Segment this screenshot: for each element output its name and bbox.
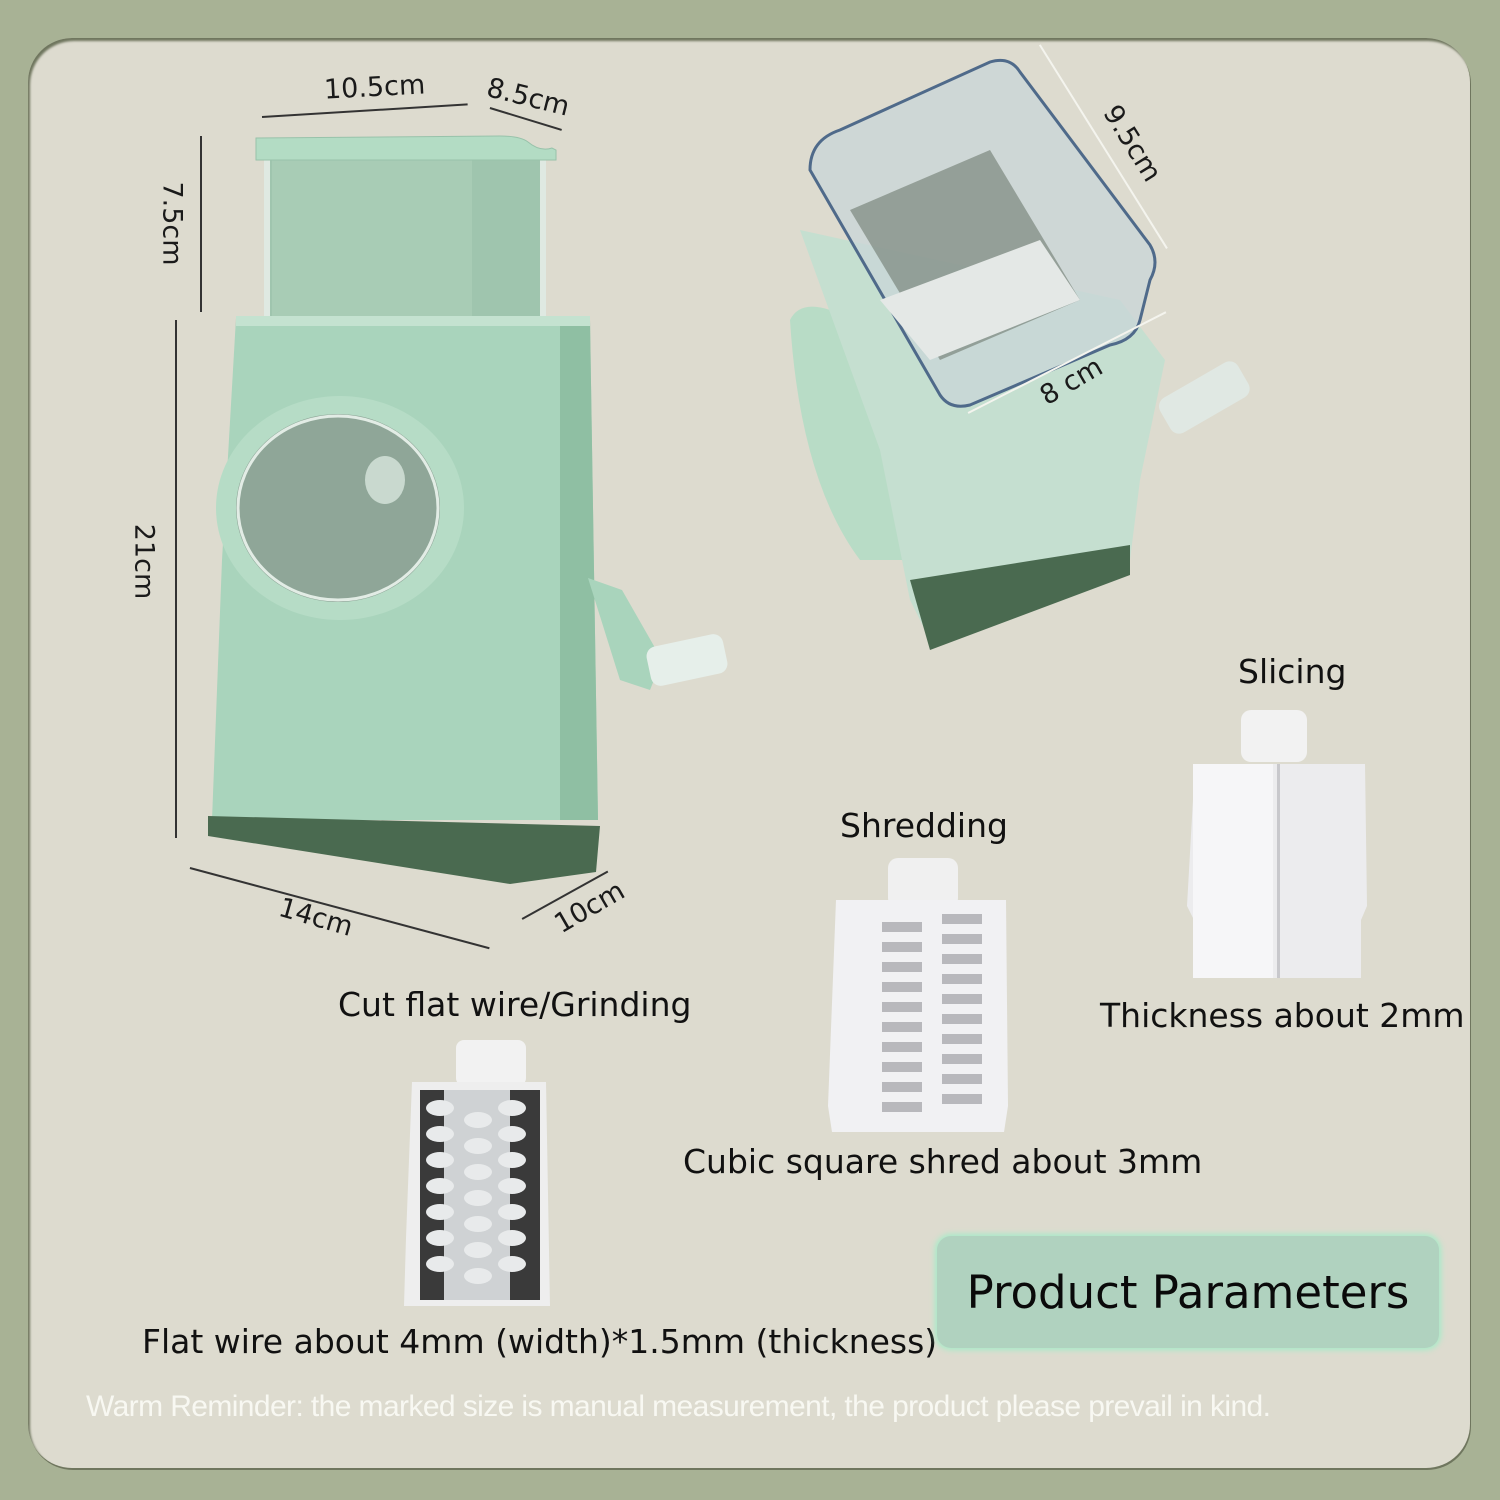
product-parameters-label: Product Parameters [966, 1265, 1410, 1319]
shredding-title: Shredding [840, 806, 1008, 845]
dim-line-hopper-height [200, 136, 202, 312]
grinding-title: Cut flat wire/Grinding [338, 985, 692, 1024]
shredding-blade-icon [828, 858, 1008, 1132]
grinding-blade-icon [404, 1040, 550, 1306]
slicing-blade-icon [1187, 710, 1367, 978]
grinding-description: Flat wire about 4mm (width)*1.5mm (thick… [142, 1322, 938, 1361]
slicing-title: Slicing [1238, 652, 1347, 691]
slicing-description: Thickness about 2mm [1100, 996, 1465, 1035]
warm-reminder: Warm Reminder: the marked size is manual… [86, 1390, 1271, 1424]
warm-reminder-label: Warm Reminder: [86, 1390, 304, 1423]
dim-line-body-height [175, 320, 177, 838]
warm-reminder-text: the marked size is manual measurement, t… [303, 1390, 1271, 1423]
shredding-description: Cubic square shred about 3mm [683, 1142, 1203, 1181]
product-parameters-badge: Product Parameters [937, 1236, 1439, 1348]
